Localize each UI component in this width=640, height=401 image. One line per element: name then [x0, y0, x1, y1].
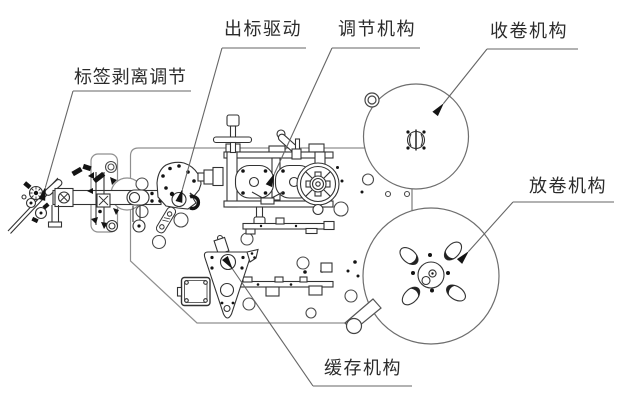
leader-buffer-mech [222, 255, 412, 387]
leader-adjust-mech [265, 47, 420, 188]
callout-adjust-mech: 调节机构 [338, 19, 416, 40]
leader-label-drive [175, 47, 306, 203]
rewind-hub [406, 129, 426, 151]
rewind-reel [362, 83, 470, 190]
leader-unwind-mech [456, 201, 614, 264]
cam-fan-plate [156, 161, 202, 211]
callout-label-drive: 出标驱动 [224, 19, 302, 40]
sensor-box [176, 276, 211, 307]
reel-tangent-arm [344, 298, 382, 335]
callout-peel-adjust: 标签剥离调节 [74, 67, 187, 88]
peel-assembly [7, 163, 170, 234]
unwind-reel [362, 207, 500, 345]
tilted-scale-part [155, 206, 177, 234]
callout-buffer-mech: 缓存机构 [324, 358, 402, 379]
callout-unwind-mech: 放卷机构 [529, 176, 607, 197]
leader-rewind-mech [432, 48, 578, 117]
leader-peel-adjust [38, 90, 191, 201]
callout-leaders [38, 47, 614, 387]
drive-wheel [296, 162, 344, 216]
callout-rewind-mech: 收卷机构 [490, 21, 568, 42]
drive-unit [197, 114, 344, 230]
mount-rails [239, 217, 335, 297]
